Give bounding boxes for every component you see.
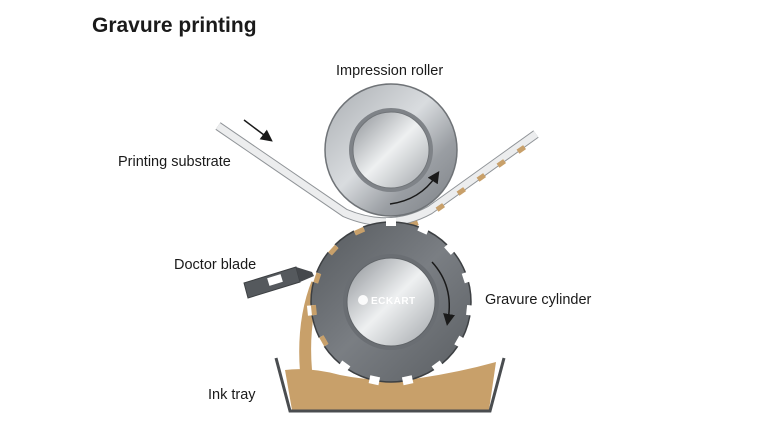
- gravure-cylinder: ECKART: [306, 218, 476, 386]
- feed-arrow: [243, 119, 273, 142]
- printing-substrate-label: Printing substrate: [118, 154, 231, 170]
- doctor-blade-label: Doctor blade: [174, 257, 257, 273]
- tray-outline: [274, 357, 506, 413]
- page-title: Gravure printing: [92, 14, 257, 37]
- doctor-blade: [243, 266, 314, 299]
- ink-tray: [274, 357, 506, 413]
- brand-text: ECKART: [371, 296, 416, 307]
- impression-roller-label: Impression roller: [336, 63, 444, 79]
- ink-tray-label: Ink tray: [208, 387, 256, 403]
- cylinder-rotation-arrow: [431, 261, 455, 326]
- gravure-cylinder-label: Gravure cylinder: [485, 292, 592, 308]
- impression-roller: [324, 83, 458, 217]
- ink-fill: [285, 362, 496, 410]
- filled-cells: [310, 226, 366, 347]
- eckart-logo: ECKART: [358, 295, 416, 307]
- roller-rotation-arrow: [389, 171, 440, 205]
